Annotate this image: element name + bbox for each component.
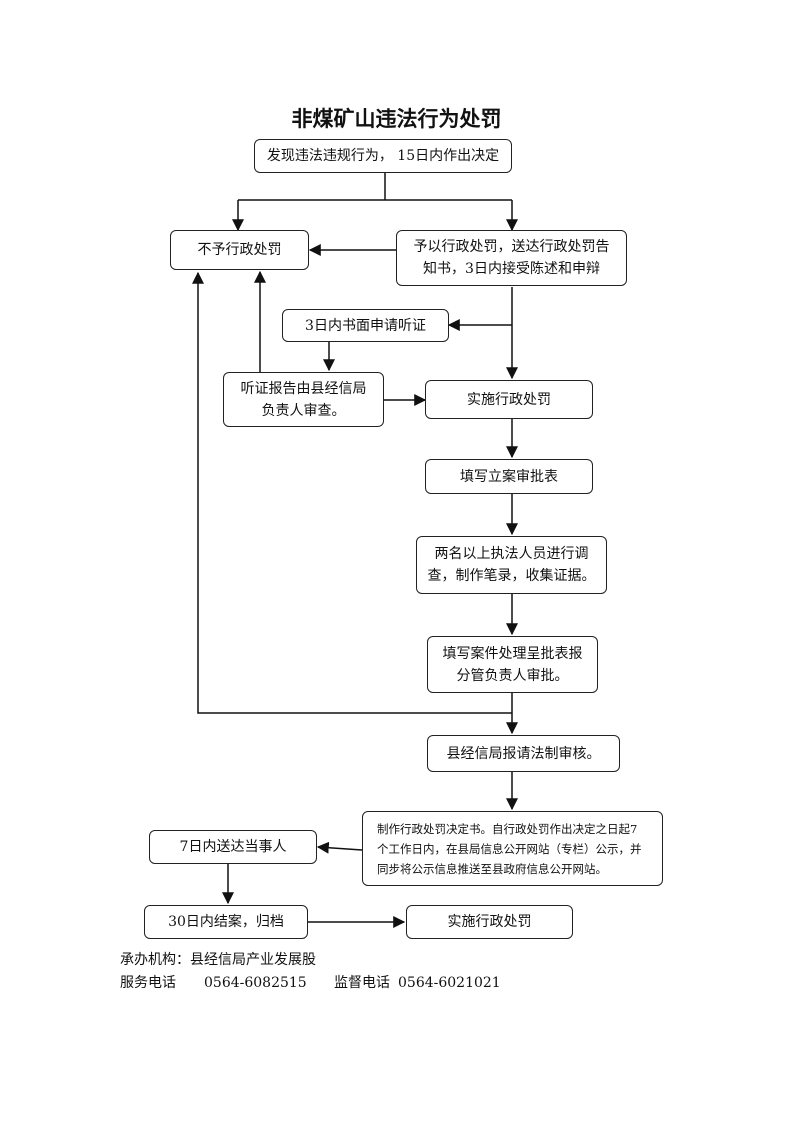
node-implement-2: 实施行政处罚 [406,905,573,939]
node-no-penalty: 不予行政处罚 [170,230,309,270]
node-fill-case-form: 填写立案审批表 [425,459,593,494]
node-fill-handling-form: 填写案件处理呈批表报分管负责人审批。 [427,636,598,693]
footer-org: 承办机构：县经信局产业发展股 [120,949,316,969]
node-legal-review: 县经信局报请法制审核。 [427,735,620,772]
node-decision: 制作行政处罚决定书。自行政处罚作出决定之日起7个工作日内，在县局信息公开网站（专… [362,811,663,886]
page-title: 非煤矿山违法行为处罚 [291,107,502,131]
node-discover: 发现违法违规行为， 15日内作出决定 [254,139,512,173]
footer-phones: 服务电话 0564-6082515 监督电话 0564-6021021 [120,972,501,992]
node-hearing-report: 听证报告由县经信局负责人审查。 [223,372,384,427]
supervise-phone: 0564-6021021 [398,975,501,991]
node-investigate: 两名以上执法人员进行调查，制作笔录，收集证据。 [416,536,607,594]
node-give-penalty: 予以行政处罚，送达行政处罚告知书，3日内接受陈述和申辩 [396,230,627,286]
arrow-loop-to-no-penalty [192,271,512,714]
node-implement-1: 实施行政处罚 [425,380,593,419]
arrow-decision-to-deliver [316,841,363,854]
node-hearing-request: 3日内书面申请听证 [282,309,449,342]
supervise-phone-label: 监督电话 [334,975,390,991]
service-phone: 0564-6082515 [204,975,307,991]
service-phone-label: 服务电话 [120,975,176,991]
node-close-case: 30日内结案，归档 [144,905,308,939]
org-label: 承办机构：县经信局产业发展股 [120,952,316,968]
node-deliver: 7日内送达当事人 [149,830,317,864]
